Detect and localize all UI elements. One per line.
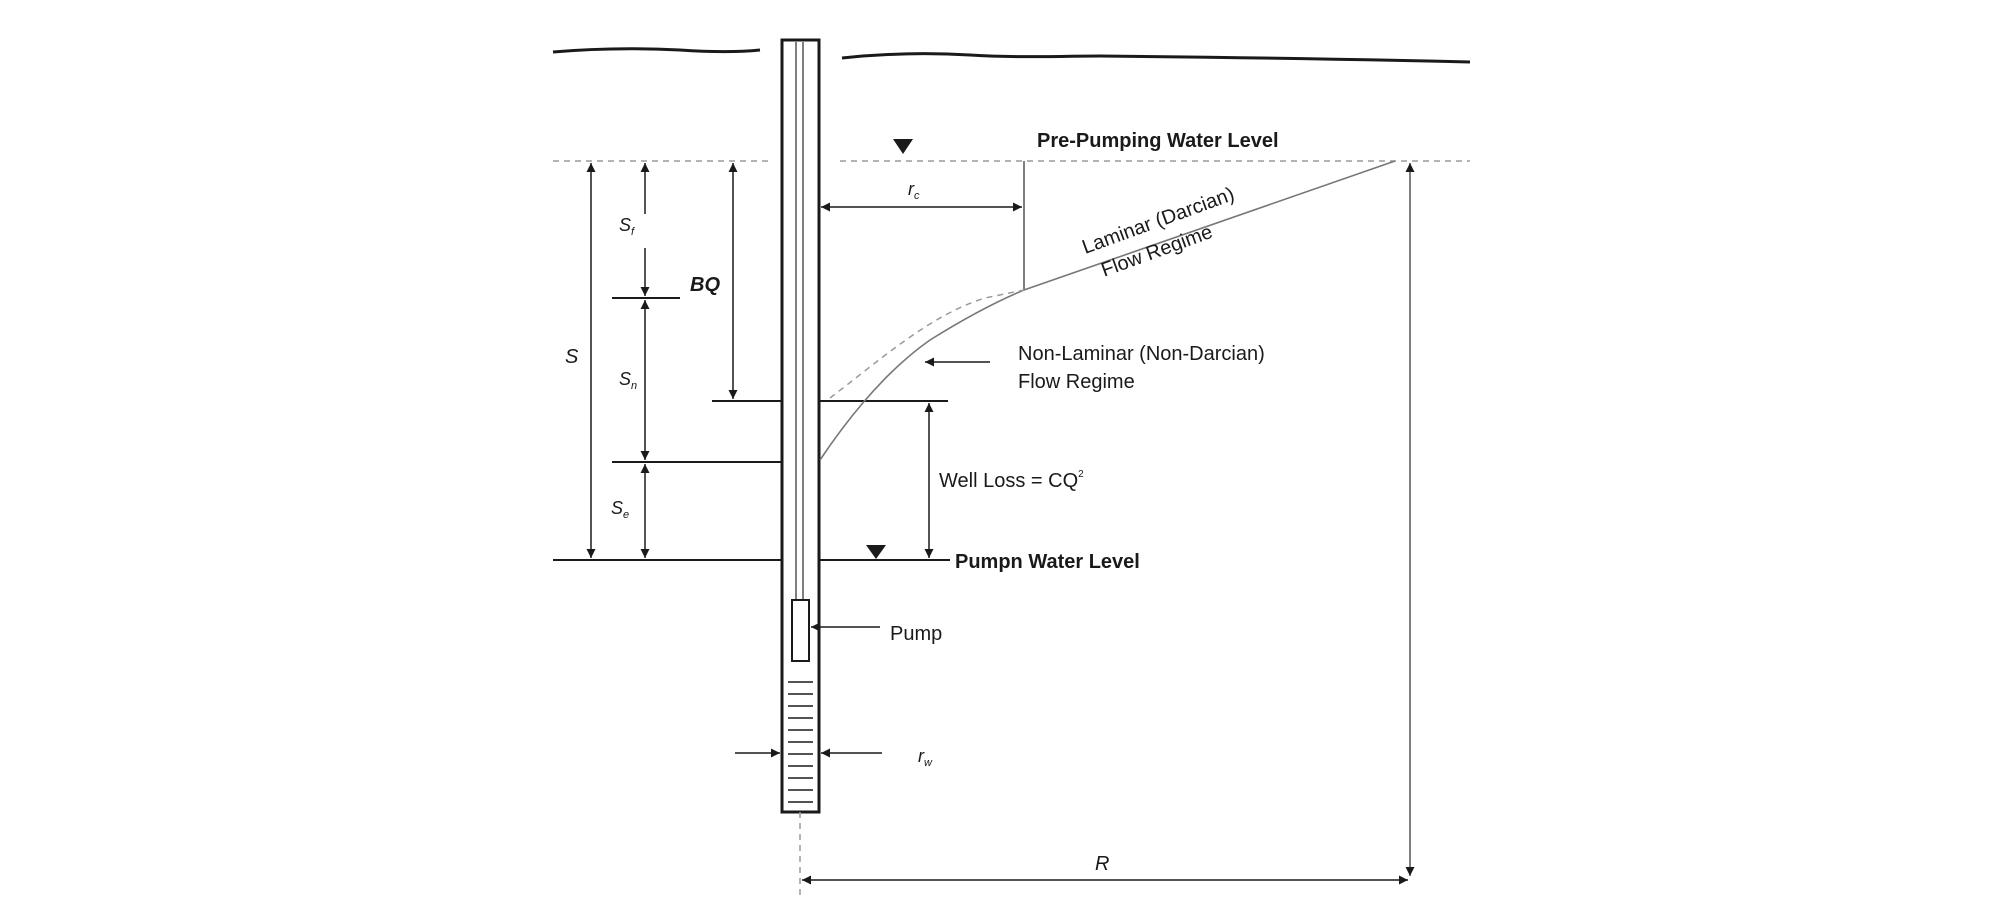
sf-symbol: Sf: [619, 215, 635, 238]
pre-pumping-level-triangle: [893, 139, 913, 154]
well-screen: [788, 681, 813, 803]
rw-symbol: rw: [918, 746, 933, 769]
se-symbol: Se: [611, 498, 629, 521]
laminar-label-group: Laminar (Darcian) Flow Regime: [1079, 183, 1237, 281]
pump-body: [791, 599, 810, 662]
darcian-extension-curve: [829, 289, 1025, 399]
s-total-label: S: [565, 346, 579, 368]
pumped-level-triangle: [866, 545, 886, 559]
well-loss-label: Well Loss = CQ2: [939, 469, 1084, 492]
pumped-level-label: Pumpn Water Level: [955, 551, 1140, 573]
radius-r-label: R: [1095, 853, 1109, 875]
ground-surface-right: [841, 52, 1471, 64]
pre-pumping-level-label: Pre-Pumping Water Level: [1037, 130, 1279, 152]
pump-label: Pump: [890, 623, 942, 645]
non-laminar-label-line2: Flow Regime: [1018, 371, 1135, 393]
non-laminar-label-line1: Non-Laminar (Non-Darcian): [1018, 343, 1265, 365]
drawdown-curve: [819, 160, 1396, 461]
sn-symbol: Sn: [619, 369, 637, 392]
bq-label: BQ: [690, 274, 720, 296]
rc-symbol: rc: [908, 179, 920, 202]
ground-surface-left: [552, 47, 761, 54]
well-casing: [780, 38, 821, 814]
